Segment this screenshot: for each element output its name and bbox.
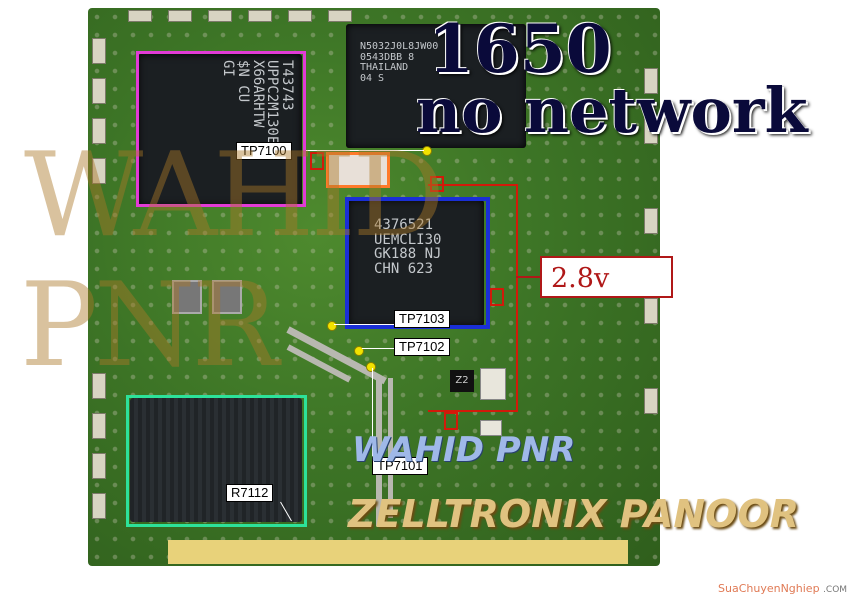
red-mark bbox=[310, 152, 324, 170]
edge-pad bbox=[128, 10, 152, 22]
white-component bbox=[480, 368, 506, 400]
edge-pad bbox=[92, 493, 106, 519]
edge-pad bbox=[92, 158, 106, 184]
tp7102-leader bbox=[362, 348, 396, 349]
white-component bbox=[480, 420, 502, 436]
flash-highlight-frame bbox=[136, 51, 306, 207]
inductor bbox=[172, 280, 202, 314]
edge-pad bbox=[92, 373, 106, 399]
tp7101-leader bbox=[372, 368, 373, 456]
credit-line-2: ZELLTRONIX PANOOR bbox=[348, 492, 800, 536]
voltage-label: 2.8v bbox=[540, 256, 673, 298]
site-watermark: SuaChuyenNghiep .COM bbox=[718, 582, 848, 595]
edge-pad bbox=[248, 10, 272, 22]
tp7102-label: TP7102 bbox=[394, 338, 450, 356]
uem-chip bbox=[348, 200, 484, 326]
uem-chip-text: 4376521 UEMCLI30 GK188 NJ CHN 623 bbox=[374, 217, 442, 278]
edge-pad bbox=[644, 68, 658, 94]
edge-pad bbox=[92, 413, 106, 439]
edge-pad bbox=[644, 388, 658, 414]
tp7103-dot bbox=[327, 321, 337, 331]
flash-chip bbox=[138, 54, 302, 206]
tp7102-dot bbox=[354, 346, 364, 356]
tp7100-label: TP7100 bbox=[236, 142, 292, 160]
edge-pad bbox=[92, 453, 106, 479]
credit-line-1: WAHID PNR bbox=[352, 430, 576, 470]
edge-pad bbox=[92, 38, 106, 64]
edge-pad bbox=[644, 208, 658, 234]
edge-pad bbox=[644, 118, 658, 144]
tp7101-label: TP7101 bbox=[372, 457, 428, 475]
red-bracket bbox=[428, 184, 518, 412]
edge-pad bbox=[92, 118, 106, 144]
tp7103-leader bbox=[334, 324, 396, 325]
bottom-highlight-frame bbox=[126, 395, 307, 527]
title-model: 1650 bbox=[428, 10, 612, 88]
ram-chip-text: N5032J0L8JW00 0543DBB 8 THAILAND 04 S bbox=[360, 41, 439, 84]
gold-contact-strip bbox=[168, 540, 628, 564]
r7112-label: R7112 bbox=[226, 484, 274, 502]
pcb-trace bbox=[388, 378, 393, 518]
tp7101-dot bbox=[366, 362, 376, 372]
inductor bbox=[212, 280, 242, 314]
red-mark bbox=[444, 412, 458, 430]
tp7103-label: TP7103 bbox=[394, 310, 450, 328]
watermark-line-2: PNR bbox=[20, 258, 279, 393]
voltage-connector-line bbox=[516, 276, 540, 278]
edge-pad bbox=[92, 78, 106, 104]
edge-pad bbox=[208, 10, 232, 22]
edge-pad bbox=[644, 298, 658, 324]
z2-component: Z2 bbox=[450, 370, 474, 392]
edge-pad bbox=[328, 10, 352, 22]
ram-chip bbox=[346, 24, 526, 148]
orange-component-box bbox=[326, 152, 390, 188]
pcb-trace bbox=[376, 376, 382, 526]
red-mark bbox=[490, 288, 504, 306]
watermark-line-1: WAHID bbox=[24, 128, 445, 263]
tp7100-dot bbox=[422, 146, 432, 156]
tp7100-leader bbox=[306, 150, 424, 151]
title-fault: no network bbox=[416, 74, 808, 147]
edge-pad bbox=[168, 10, 192, 22]
edge-pad bbox=[288, 10, 312, 22]
